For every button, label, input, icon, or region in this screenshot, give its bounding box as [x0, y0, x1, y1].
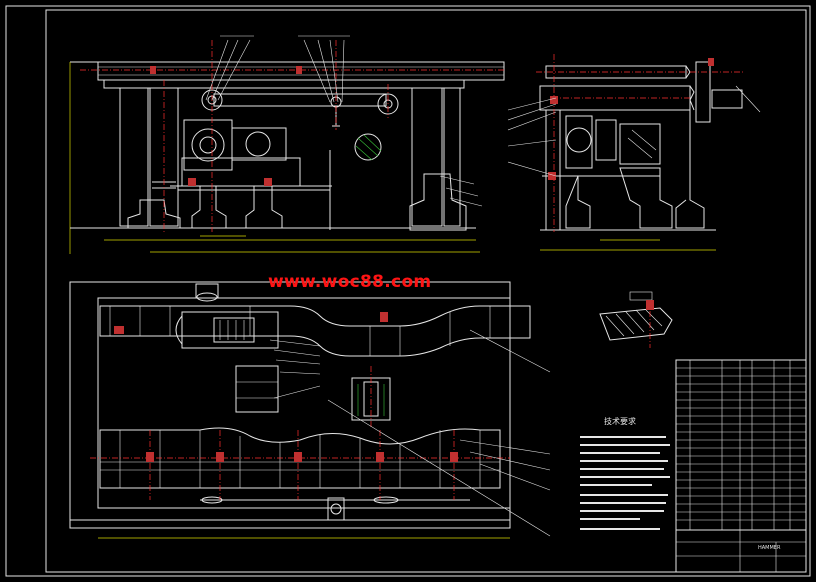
plan-view: [69, 281, 551, 539]
detail-view: [599, 291, 673, 348]
parts-list-table: [675, 359, 807, 573]
watermark-url: www.woc88.com: [268, 272, 432, 292]
inner-border: [45, 9, 807, 573]
side-elevation-view: [507, 54, 761, 251]
technical-requirements-title: 技术要求: [604, 417, 636, 426]
technical-notes-block: [580, 436, 670, 530]
front-elevation-view: [69, 35, 505, 254]
title-block-name: HAMMER: [758, 545, 781, 551]
outer-border: [5, 5, 811, 577]
